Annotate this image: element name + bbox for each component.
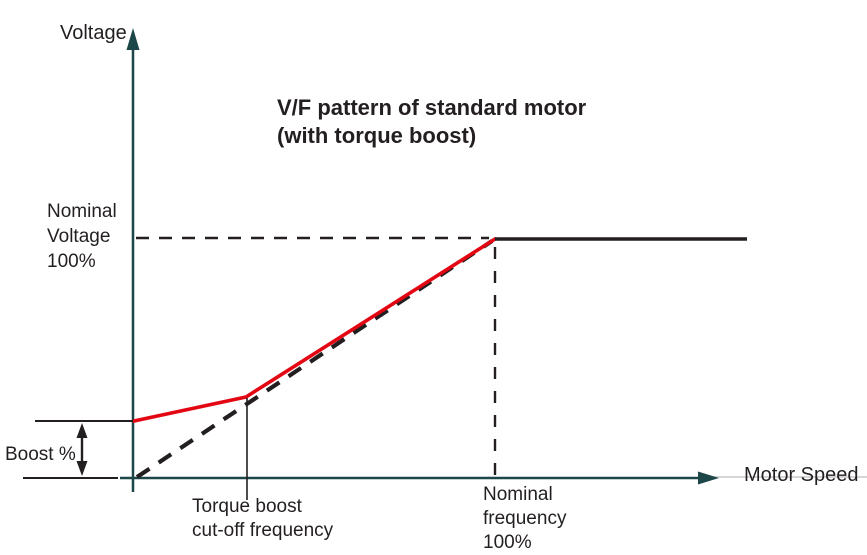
x-axis-arrowhead-icon <box>698 471 719 485</box>
cutoff-frequency-label: Torque boost cut-off frequency <box>192 496 334 541</box>
linear-vf-dashed-line <box>135 239 494 479</box>
nominal-voltage-label: Nominal Voltage 100% <box>47 201 117 272</box>
boost-arrow-down-icon <box>76 461 88 476</box>
boost-percent-label: Boost % <box>5 444 76 465</box>
torque-boost-curve <box>132 237 497 423</box>
nominal-frequency-label: Nominal frequency 100% <box>483 484 567 553</box>
y-axis-arrowhead-icon <box>126 28 140 50</box>
y-axis-label: Voltage <box>60 22 127 44</box>
chart-title: V/F pattern of standard motor (with torq… <box>277 95 587 148</box>
boost-arrow-up-icon <box>76 423 88 438</box>
x-axis-label: Motor Speed <box>744 464 859 486</box>
